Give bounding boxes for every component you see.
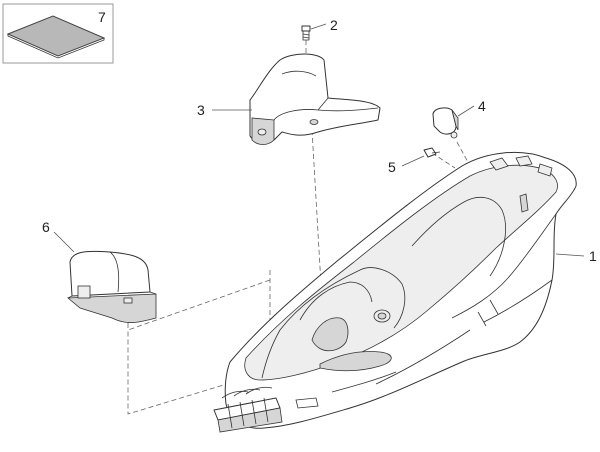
callout-1: 1 bbox=[589, 248, 597, 264]
callout-7: 7 bbox=[98, 9, 106, 25]
callout-3: 3 bbox=[197, 102, 205, 118]
screw-part-2: 2 bbox=[301, 17, 338, 41]
callout-2: 2 bbox=[330, 17, 338, 33]
callout-6: 6 bbox=[42, 219, 50, 235]
inset-box-part-7: 7 bbox=[2, 3, 114, 64]
front-teeth bbox=[213, 386, 283, 433]
clip-part-4: 4 bbox=[432, 98, 486, 139]
helmet-compartment-part-1: 1 bbox=[213, 151, 597, 433]
cover-bracket-part-3: 3 bbox=[197, 53, 381, 145]
callout-4: 4 bbox=[478, 98, 486, 114]
callout-5: 5 bbox=[388, 159, 396, 175]
screw-part-5: 5 bbox=[388, 147, 441, 175]
small-cover-part-6: 6 bbox=[42, 219, 157, 323]
